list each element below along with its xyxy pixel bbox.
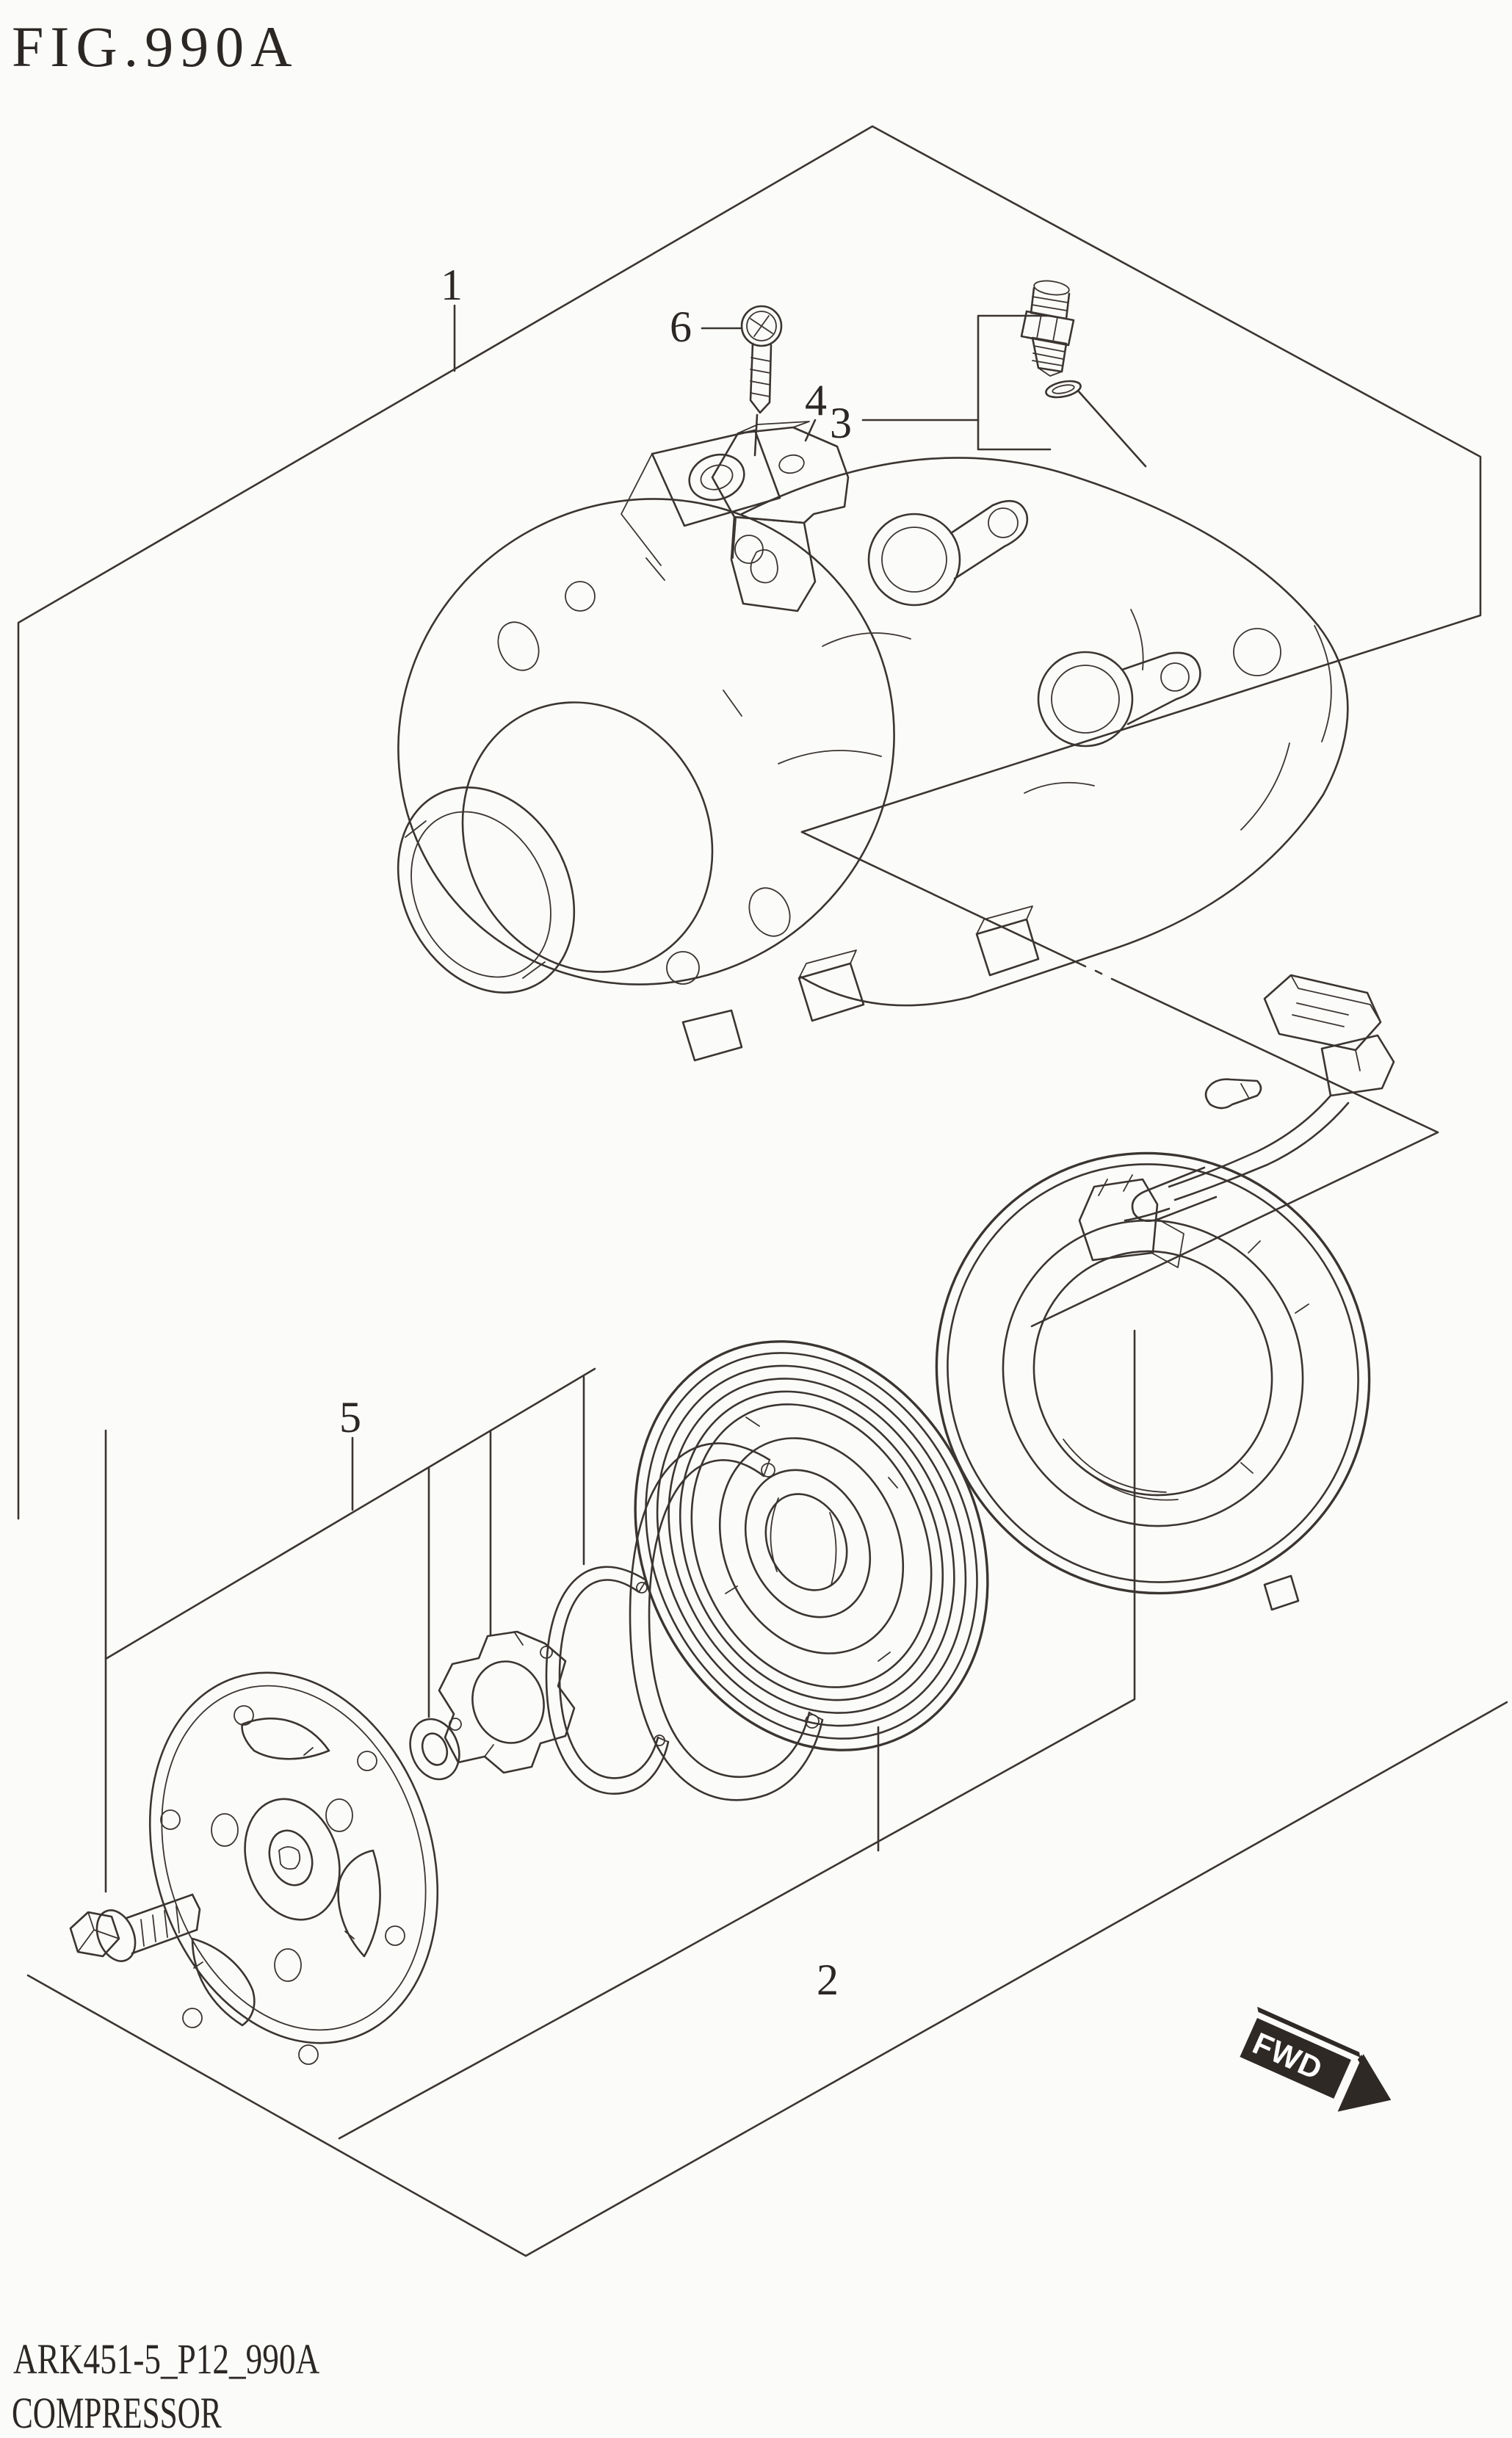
snap-ring-small	[545, 1566, 670, 1795]
screw-part	[740, 305, 783, 414]
figure-title: FIG.990A	[12, 15, 299, 79]
panel-outlines	[17, 125, 1508, 2257]
callout-1: 1	[441, 261, 463, 309]
bracket-part	[711, 421, 850, 612]
plain-washer	[409, 1718, 460, 1781]
clutch-disc	[148, 1671, 439, 2065]
bolt	[69, 1893, 201, 1962]
callout-3: 3	[830, 399, 852, 447]
lock-washer	[438, 1630, 576, 1774]
fwd-direction-arrow: FWD	[1240, 2006, 1392, 2112]
leader-lines	[351, 304, 1147, 1852]
harness-connector	[1124, 974, 1395, 1222]
footer-code: ARK451-5_P12_990A	[13, 2337, 320, 2384]
snap-ring-large	[629, 1442, 824, 1801]
callout-2: 2	[817, 1956, 839, 2004]
callout-labels: 1 6 4 3 5 2	[339, 261, 852, 2004]
callout-5: 5	[339, 1393, 361, 1442]
footer-title: COMPRESSOR	[12, 2389, 222, 2438]
callout-4: 4	[805, 376, 827, 424]
callout-6: 6	[670, 303, 692, 351]
service-valve-part	[1020, 280, 1082, 399]
compressor-body	[397, 429, 1349, 1062]
pulley	[634, 1340, 989, 1751]
magnet-coil	[935, 1151, 1371, 1611]
footer: ARK451-5_P12_990A COMPRESSOR	[12, 2337, 320, 2438]
